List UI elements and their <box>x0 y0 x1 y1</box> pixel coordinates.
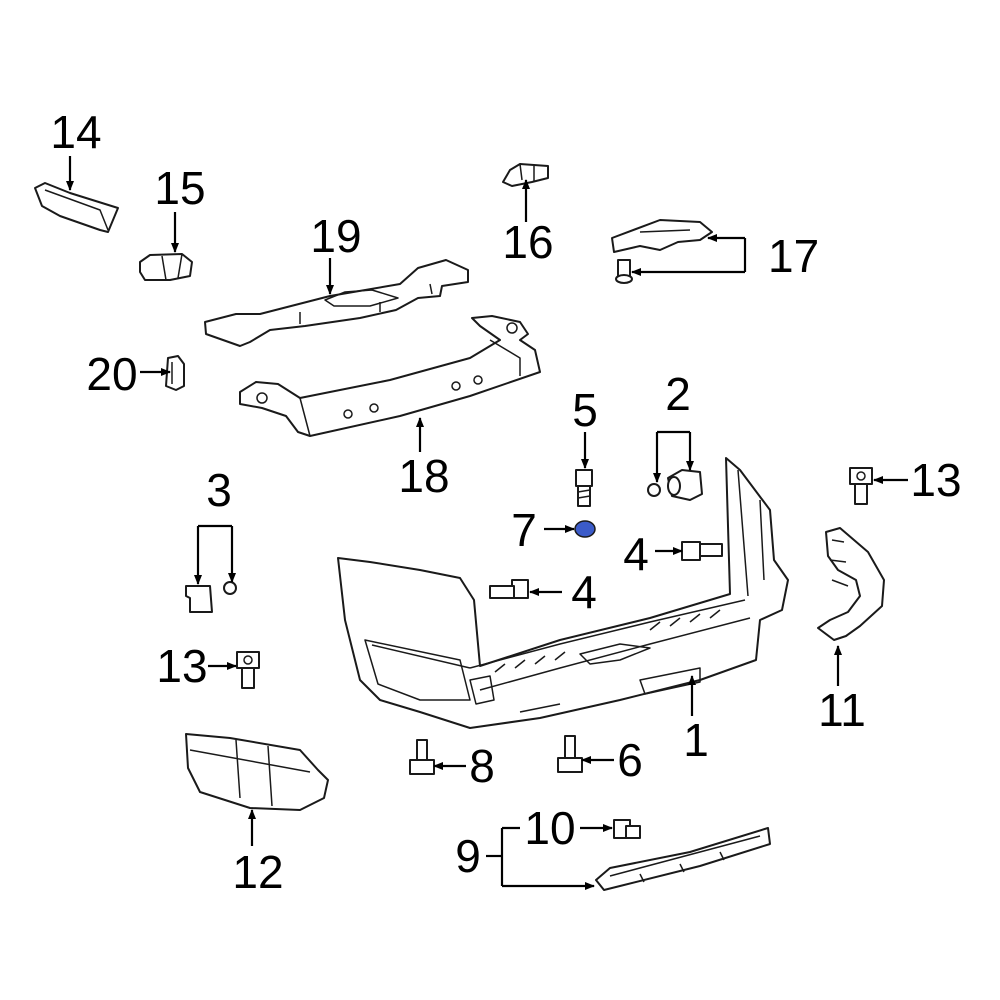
part-20-clip <box>165 355 185 391</box>
part-8-stud <box>409 739 435 775</box>
callout-3: 3 <box>206 464 232 516</box>
part-3-clip <box>223 581 237 595</box>
callout-15: 15 <box>154 162 205 214</box>
part-15-clip <box>139 253 193 281</box>
callout-9: 9 <box>455 830 481 882</box>
callout-14: 14 <box>50 106 101 158</box>
part-11-side-extension <box>817 527 885 641</box>
callout-4-lower: 4 <box>571 566 597 618</box>
part-1-bumper-cover <box>337 457 789 729</box>
part-2-sensor <box>667 469 703 501</box>
callout-13-left: 13 <box>156 640 207 692</box>
callout-19: 19 <box>310 210 361 262</box>
callout-1: 1 <box>683 714 709 766</box>
part-13-screw-right <box>849 467 873 505</box>
callout-7: 7 <box>511 504 537 556</box>
part-4-bolt-lower <box>489 579 529 599</box>
part-9-step-pad <box>595 827 771 891</box>
callout-6: 6 <box>617 734 643 786</box>
part-5-bolt <box>575 469 593 507</box>
callout-8: 8 <box>469 740 495 792</box>
part-14-bracket <box>34 182 119 233</box>
part-19-reinforcement <box>204 259 469 347</box>
part-17-bracket <box>611 219 713 253</box>
callout-4-upper: 4 <box>623 528 649 580</box>
callout-10: 10 <box>524 802 575 854</box>
leader-lines <box>66 156 908 890</box>
callout-18: 18 <box>398 450 449 502</box>
part-18-reinforcement <box>239 315 541 437</box>
callout-17: 17 <box>768 230 819 282</box>
part-3-bracket <box>185 585 213 613</box>
part-13-screw-left <box>236 651 260 689</box>
callout-12: 12 <box>232 846 283 898</box>
part-7-plug <box>574 520 596 538</box>
callout-20: 20 <box>86 348 137 400</box>
callout-5: 5 <box>572 384 598 436</box>
part-17-screw <box>615 259 633 284</box>
part-12-lower-pad <box>185 733 329 811</box>
part-16-clip <box>502 163 549 187</box>
callout-11: 11 <box>818 684 866 736</box>
part-2-clip <box>647 483 661 497</box>
part-10-bolt <box>613 819 641 839</box>
callout-16: 16 <box>502 216 553 268</box>
callout-2: 2 <box>665 368 691 420</box>
part-6-stud <box>557 735 583 773</box>
callout-13-right: 13 <box>910 454 961 506</box>
part-4-bolt-upper <box>681 541 723 561</box>
